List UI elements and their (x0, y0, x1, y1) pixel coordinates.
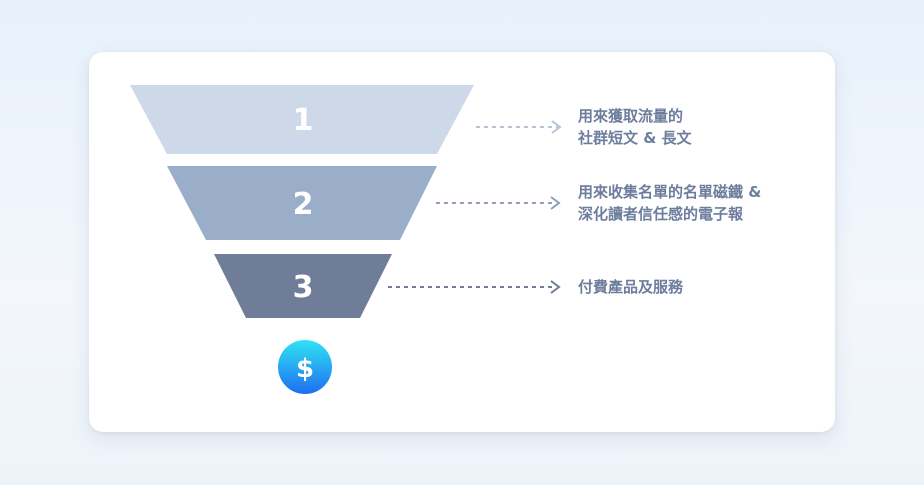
stage-2-description-line-2: 深化讀者信任感的電子報 (578, 205, 744, 223)
stage-2-number: 2 (293, 187, 314, 222)
stage-3-number: 3 (293, 270, 314, 305)
funnel-stage-2 (167, 166, 437, 240)
stage-1-description-line-2: 社群短文 & 長文 (578, 129, 692, 147)
stage-1-number: 1 (293, 103, 314, 138)
stage-2-description-line-1: 用來收集名單的名單磁鐵 & (578, 183, 762, 201)
arrow-stage-2 (436, 196, 561, 210)
stage-3-description-line-1: 付費產品及服務 (578, 278, 684, 296)
arrow-stage-3 (388, 280, 561, 294)
stage-1-description-line-1: 用來獲取流量的 (578, 107, 684, 125)
arrow-stage-1 (476, 120, 562, 134)
dollar-coin-icon: $ (278, 340, 332, 394)
funnel-stage-1 (130, 85, 474, 154)
funnel-stage-3 (214, 254, 392, 318)
stage-1-description: 用來獲取流量的 社群短文 & 長文 (578, 105, 692, 149)
dollar-symbol: $ (296, 354, 314, 384)
stage-2-description: 用來收集名單的名單磁鐵 & 深化讀者信任感的電子報 (578, 181, 761, 225)
stage-3-description: 付費產品及服務 (578, 276, 683, 298)
